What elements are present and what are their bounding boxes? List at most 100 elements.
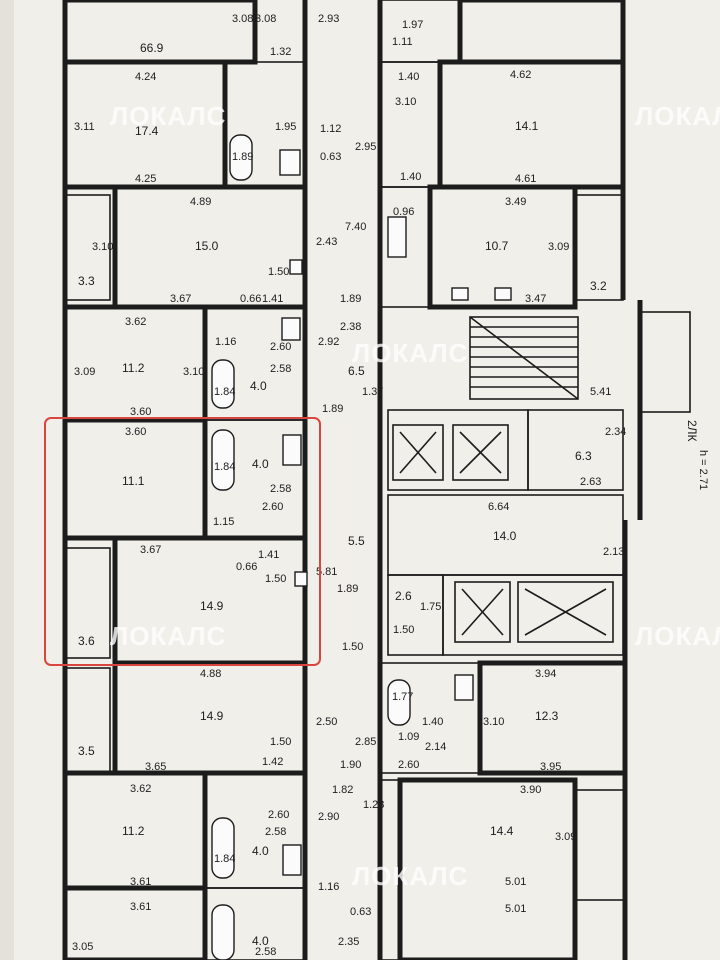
dim-label: 5.41	[590, 386, 611, 398]
dim-label: 2.58	[270, 483, 291, 495]
dim-label: 2.95	[355, 141, 376, 153]
dim-label: 1.97	[402, 19, 423, 31]
dim-label: 3.62	[125, 316, 146, 328]
dim-label: 2.58	[265, 826, 286, 838]
dim-label: 1.95	[275, 121, 296, 133]
dim-label: 1.50	[268, 266, 289, 278]
dim-label: 2.92	[318, 336, 339, 348]
room-area: 3.6	[78, 634, 95, 648]
dim-label: 3.65	[145, 761, 166, 773]
room-area: 15.0	[195, 239, 219, 253]
room-area: 4.0	[250, 379, 267, 393]
dim-label: 2.14	[425, 741, 446, 753]
dim-label: 3.10	[395, 96, 416, 108]
dim-label: 3.95	[540, 761, 561, 773]
dim-label: 1.89	[337, 583, 358, 595]
dim-label: 1.75	[420, 601, 441, 613]
dim-label: 2.90	[318, 811, 339, 823]
dim-label: 3.49	[505, 196, 526, 208]
room-area: 11.1	[122, 474, 145, 488]
dim-label: 3.05	[72, 941, 93, 953]
dim-label: 1.50	[393, 624, 414, 636]
dim-label: 3.08	[232, 13, 253, 25]
dim-label: 3.61	[130, 901, 151, 913]
dim-label: 3.90	[520, 784, 541, 796]
dim-label: 2.60	[398, 759, 419, 771]
dim-label: 1.40	[422, 716, 443, 728]
watermark-text: ЛОКАЛС	[352, 338, 468, 368]
room-area: 66.9	[140, 41, 164, 55]
watermark-text: ЛОКАЛС	[635, 101, 720, 131]
stair-label: 2ЛК	[685, 420, 699, 442]
dim-label: 3.94	[535, 668, 556, 680]
dim-label: 2.63	[580, 476, 601, 488]
dim-label: 1.50	[265, 573, 286, 585]
room-area: 14.0	[493, 529, 517, 543]
dim-label: 2.34	[605, 426, 626, 438]
dim-label: 1.37	[362, 386, 383, 398]
dim-label: 4.61	[515, 173, 536, 185]
room-area: 6.5	[348, 364, 365, 378]
dim-label: 0.96	[393, 206, 414, 218]
dim-label: 7.40	[345, 221, 366, 233]
room-area: 4.0	[252, 844, 269, 858]
dim-label: 2.60	[262, 501, 283, 513]
dim-label: 3.08	[255, 13, 276, 25]
dim-label: 0.66	[236, 561, 257, 573]
dim-label: 0.63	[320, 151, 341, 163]
dim-label: 1.50	[342, 641, 363, 653]
room-area-labels: 66.9 17.4 15.0 11.2 11.1 14.9 14.9 11.2 …	[78, 41, 607, 948]
dim-label: 1.42	[262, 756, 283, 768]
dim-label: 3.67	[140, 544, 161, 556]
dim-label: 3.09	[555, 831, 576, 843]
dim-label: 2.38	[340, 321, 361, 333]
room-area: 17.4	[135, 124, 159, 138]
watermark-text: ЛОКАЛС	[110, 101, 226, 131]
dim-label: 2.43	[316, 236, 337, 248]
dim-label: 0.63	[350, 906, 371, 918]
dim-label: 5.81	[316, 566, 337, 578]
dim-label: 2.85	[355, 736, 376, 748]
room-area: 14.9	[200, 709, 224, 723]
dim-label: 3.62	[130, 783, 151, 795]
dim-label: 3.09	[548, 241, 569, 253]
dim-label: 0.66	[240, 293, 261, 305]
dim-label: 2.60	[268, 809, 289, 821]
ceiling-height-label: h = 2.71	[697, 450, 709, 490]
dim-label: 3.61	[130, 876, 151, 888]
watermark-text: ЛОКАЛС	[352, 861, 468, 891]
dimension-labels: 3.08 3.08 1.32 2.93 1.97 1.11 4.24 4.62 …	[72, 13, 626, 958]
dim-label: 4.88	[200, 668, 221, 680]
elevator-shafts	[392, 424, 614, 643]
room-area: 5.5	[348, 534, 365, 548]
dim-label: 4.25	[135, 173, 156, 185]
dim-label: 2.13	[603, 546, 624, 558]
dim-label: 2.58	[270, 363, 291, 375]
dim-label: 1.50	[270, 736, 291, 748]
dim-label: 1.09	[398, 731, 419, 743]
room-area: 4.0	[252, 934, 269, 948]
dim-label: 2.58	[255, 946, 276, 958]
watermarks: ЛОКАЛС ЛОКАЛС ЛОКАЛС ЛОКАЛС ЛОКАЛС ЛОКАЛ…	[110, 101, 720, 891]
room-area: 11.2	[122, 824, 145, 838]
dim-label: 1.84	[214, 853, 235, 865]
dim-label: 1.15	[213, 516, 234, 528]
dim-label: 1.84	[214, 461, 235, 473]
dim-label: 4.62	[510, 69, 531, 81]
windows	[62, 100, 628, 850]
dim-label: 1.41	[258, 549, 279, 561]
dim-label: 1.89	[232, 151, 253, 163]
dim-label: 3.10	[483, 716, 504, 728]
dim-label: 2.60	[270, 341, 291, 353]
dim-label: 3.60	[130, 406, 151, 418]
room-area: 14.4	[490, 824, 514, 838]
room-area: 3.3	[78, 274, 95, 288]
dim-label: 3.09	[74, 366, 95, 378]
dim-label: 1.40	[400, 171, 421, 183]
dim-label: 2.50	[316, 716, 337, 728]
watermark-text: ЛОКАЛС	[110, 621, 226, 651]
dim-label: 3.11	[74, 121, 95, 133]
room-area: 3.5	[78, 744, 95, 758]
